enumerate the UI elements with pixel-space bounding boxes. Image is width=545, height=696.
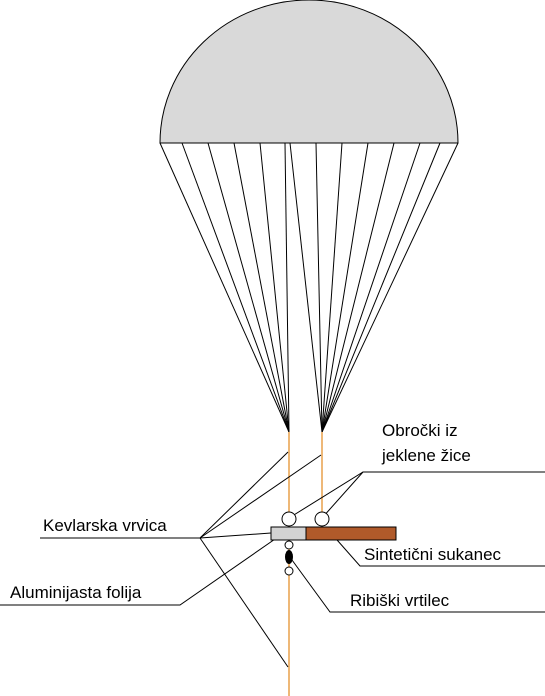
label-synthetic-thread: Sintetični sukanec bbox=[364, 545, 502, 564]
fishing-swivel bbox=[284, 540, 294, 576]
label-rings-line2: jeklene žice bbox=[381, 446, 471, 465]
suspension-lines bbox=[159, 142, 459, 433]
parachute-canopy bbox=[159, 0, 459, 144]
label-aluminum-foil: Aluminijasta folija bbox=[10, 583, 142, 602]
label-rings-line1: Obročki iz bbox=[382, 421, 458, 440]
steel-ring-right bbox=[314, 511, 330, 527]
label-kevlar-cord: Kevlarska vrvica bbox=[43, 516, 167, 535]
leader-lines bbox=[0, 451, 545, 668]
label-fishing-swivel: Ribiški vrtilec bbox=[350, 591, 450, 610]
synthetic-thread bbox=[305, 526, 397, 541]
aluminum-foil bbox=[270, 526, 307, 541]
steel-ring-left bbox=[281, 511, 297, 527]
